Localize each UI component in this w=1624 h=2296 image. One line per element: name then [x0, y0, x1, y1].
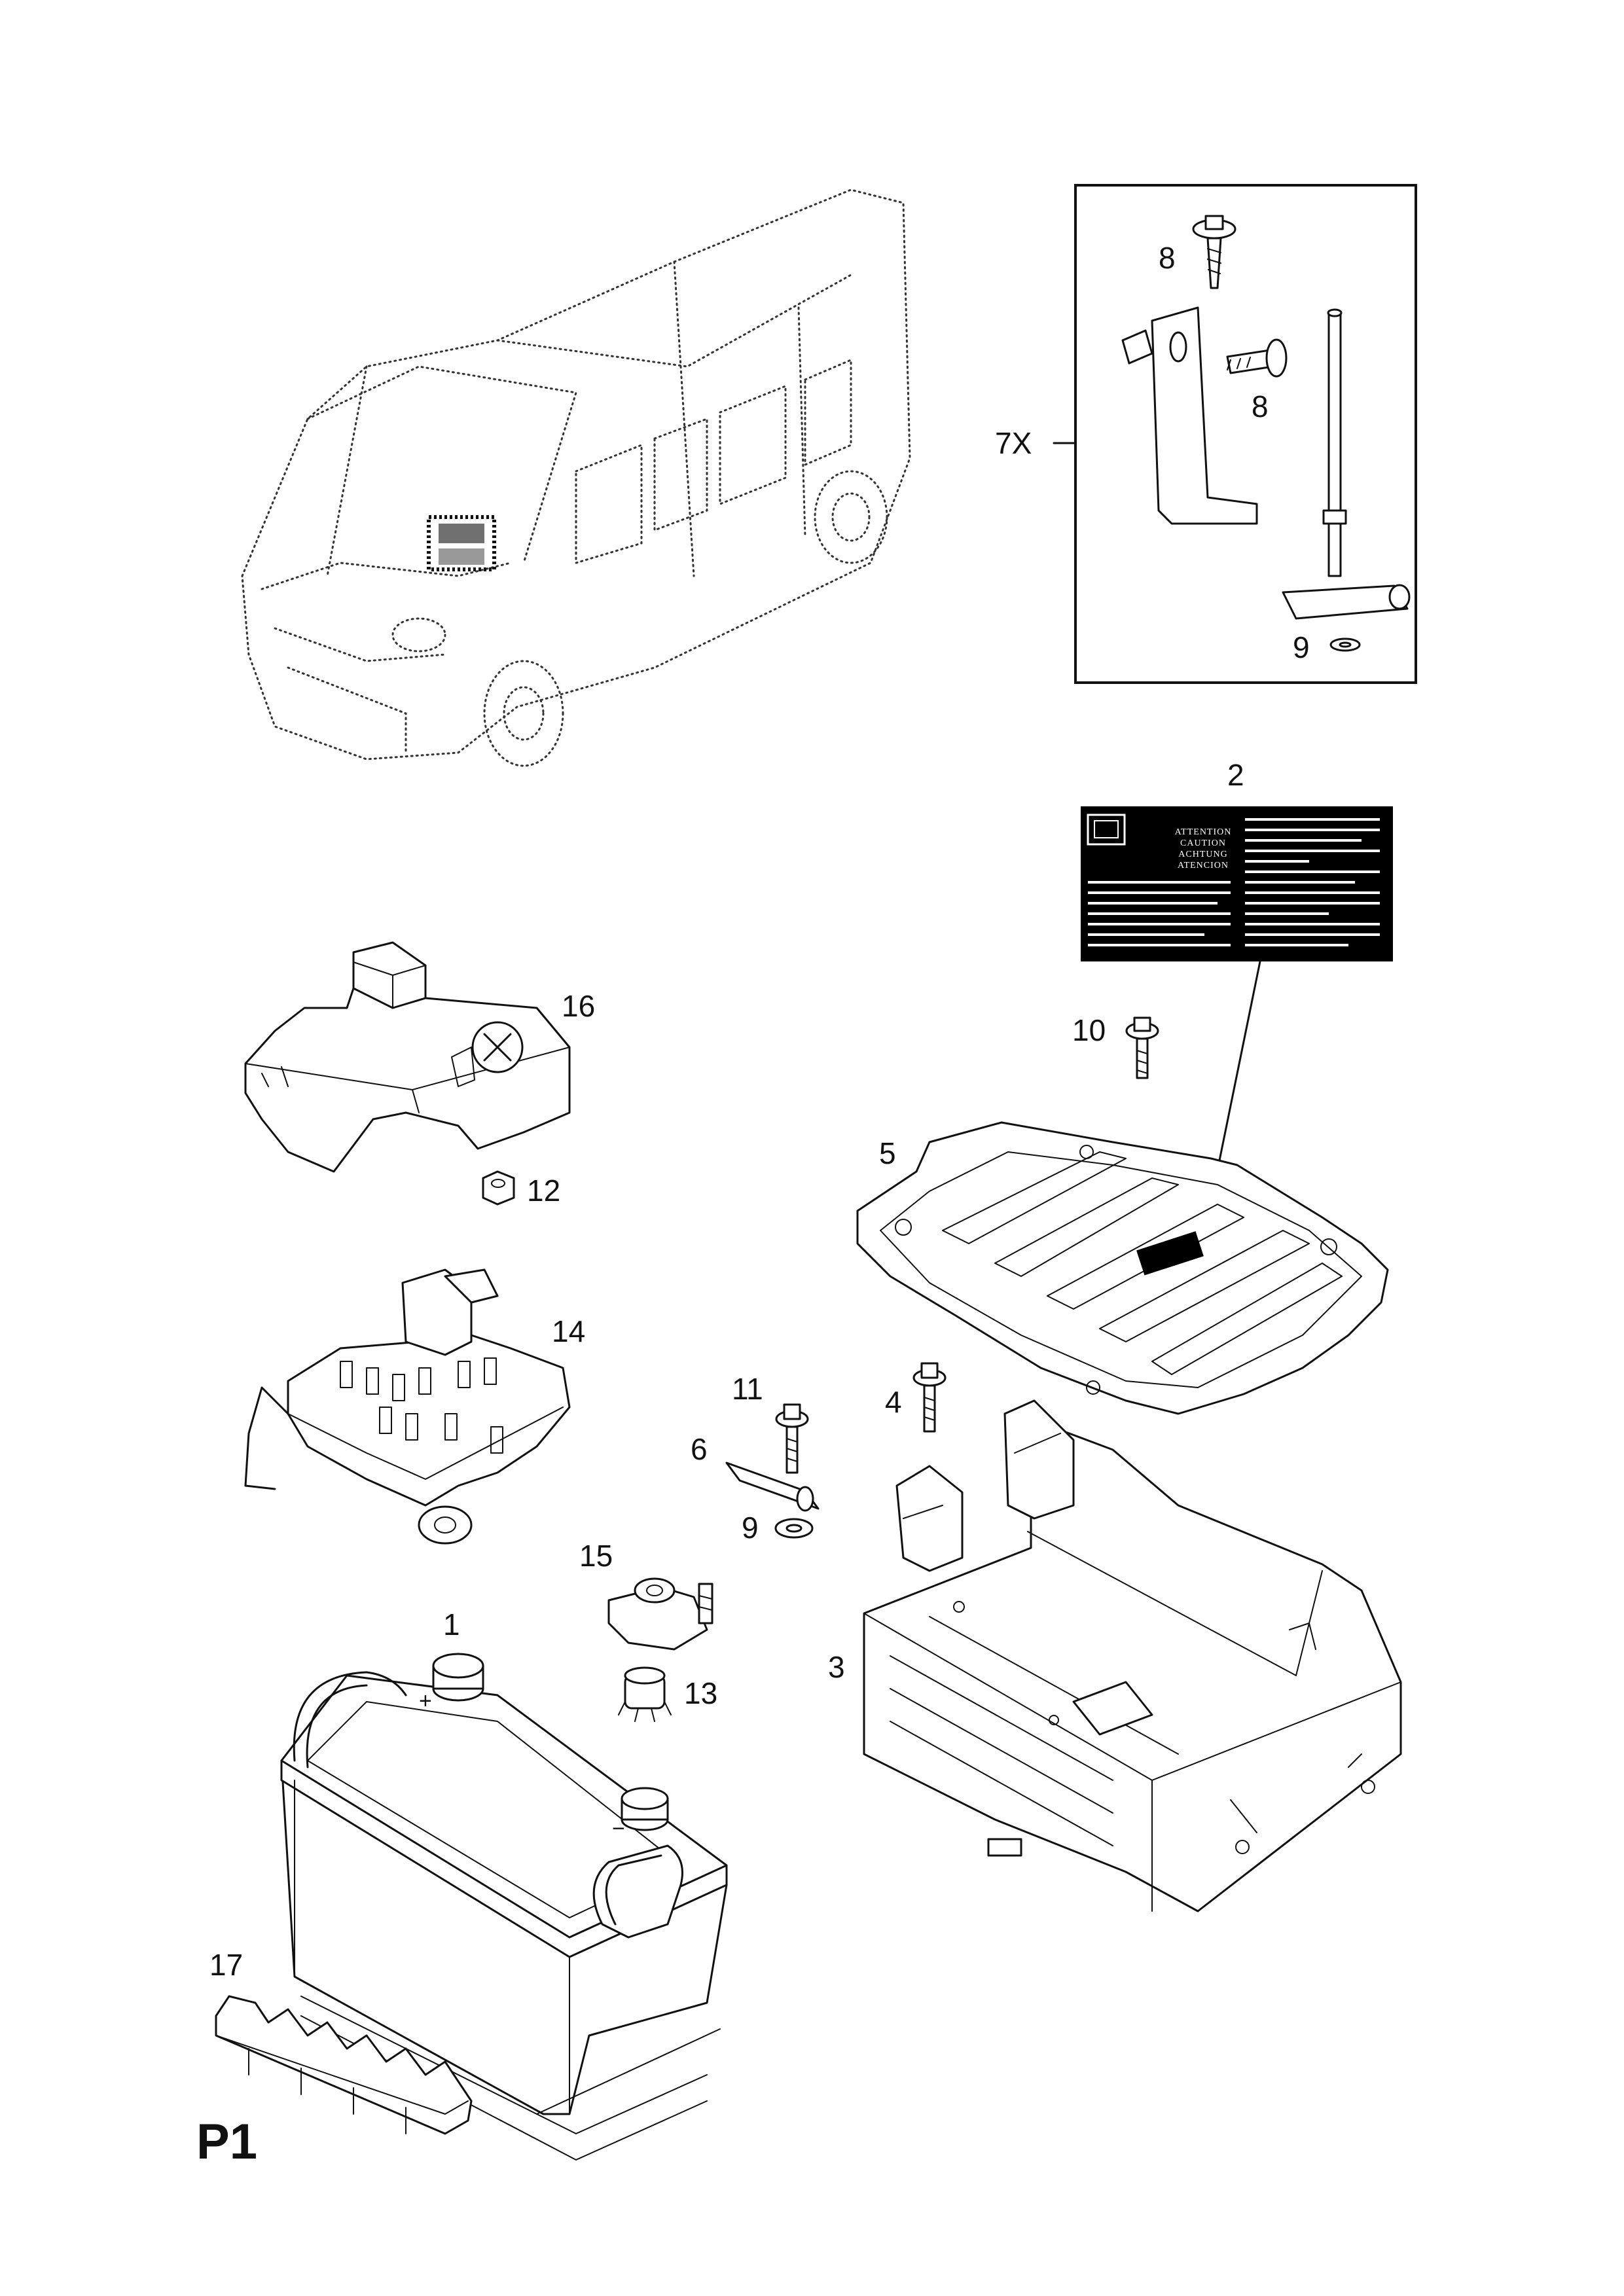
battery-plus-mark: + — [419, 1689, 432, 1713]
battery-tray-cover — [856, 1121, 1389, 1415]
callout-8-lower: 8 — [1252, 389, 1269, 423]
callout-3: 3 — [828, 1650, 845, 1684]
terminal-clamp-13 — [618, 1666, 672, 1722]
callout-13: 13 — [684, 1676, 717, 1710]
bolt-11 — [775, 1403, 809, 1474]
callout-16: 16 — [562, 989, 595, 1023]
inset-kit-7x: 7X 8 8 — [995, 184, 1417, 684]
callout-12: 12 — [527, 1174, 560, 1208]
callout-9-inset: 9 — [1293, 630, 1310, 664]
callout-15: 15 — [579, 1539, 613, 1573]
callout-17: 17 — [209, 1948, 243, 1982]
van-illustration — [241, 188, 911, 767]
screw-8-upper — [1192, 215, 1236, 289]
warning-label: 2 ATTENTION CAUTION ACHTUNG ATENCION — [1081, 758, 1393, 1251]
label-line-3: ACHTUNG — [1178, 850, 1227, 859]
callout-11: 11 — [732, 1372, 763, 1406]
fuse-box-14 — [244, 1268, 571, 1545]
callout-14: 14 — [552, 1314, 585, 1348]
callout-5: 5 — [879, 1136, 896, 1170]
callout-8-upper: 8 — [1159, 241, 1176, 275]
battery-tray — [863, 1399, 1402, 1912]
battery-1: + − — [280, 1653, 728, 2161]
label-line-1: ATTENTION — [1175, 827, 1232, 837]
hold-down-rod — [1322, 308, 1347, 577]
terminal-15 — [607, 1577, 713, 1651]
washer-9-inset — [1329, 637, 1361, 652]
battery-minus-mark: − — [612, 1816, 625, 1841]
callout-6: 6 — [691, 1432, 708, 1466]
callout-10: 10 — [1072, 1013, 1106, 1047]
bracket — [1121, 306, 1258, 525]
screw-8-lower — [1226, 338, 1288, 378]
callout-1: 1 — [443, 1607, 460, 1641]
callout-2: 2 — [1227, 758, 1244, 792]
mounting-strip-17 — [215, 1995, 473, 2135]
callout-7x: 7X — [995, 426, 1032, 460]
label-line-2: CAUTION — [1180, 838, 1226, 848]
washer-9 — [774, 1518, 814, 1539]
callout-9: 9 — [742, 1511, 759, 1545]
bolt-4 — [912, 1362, 947, 1433]
terminal-cover-16 — [244, 941, 571, 1173]
battery-location-highlight — [427, 515, 496, 571]
clamp-in-inset — [1282, 584, 1411, 620]
nut-12 — [482, 1170, 515, 1206]
page-code: P1 — [196, 2114, 257, 2170]
bolt-10 — [1125, 1016, 1159, 1079]
callout-4: 4 — [885, 1385, 902, 1419]
label-line-4: ATENCION — [1178, 861, 1229, 870]
clamp-6 — [725, 1462, 820, 1512]
